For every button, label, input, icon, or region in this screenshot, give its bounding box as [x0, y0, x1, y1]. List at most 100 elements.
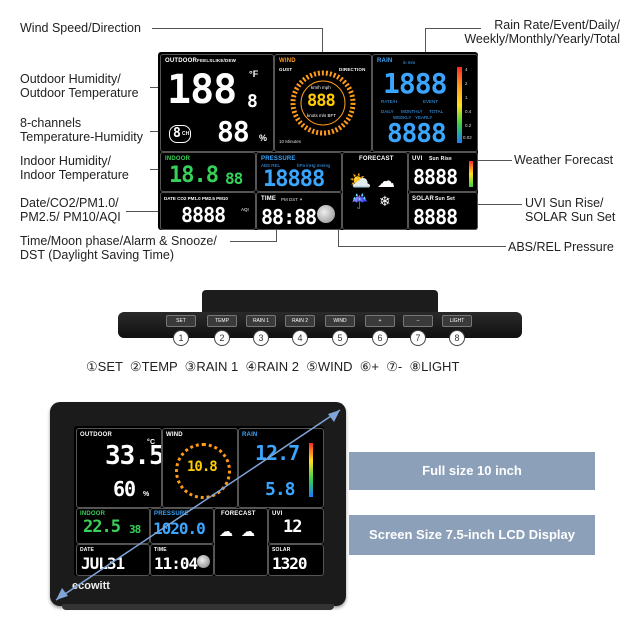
device-rain-value-2: 5.8	[265, 479, 295, 500]
leader-line	[476, 204, 522, 205]
callout-wind-speed-direction: Wind Speed/Direction	[20, 21, 141, 35]
button-number-2: 2	[214, 330, 230, 346]
gust-label: GUST	[279, 67, 293, 72]
device-solar-value: 1320	[272, 554, 308, 573]
channel-digit: 8	[173, 126, 181, 141]
pressure-label: PRESSURE	[261, 156, 296, 162]
callout-date: Date/CO2/PM1.0/ PM2.5/ PM10/AQI	[20, 196, 121, 224]
forecast-panel: FORECAST ⛅ ☁ ☔ ❄	[342, 152, 408, 230]
leader-line	[478, 160, 512, 161]
button-number-7: 7	[410, 330, 426, 346]
wind-panel: WIND GUST DIRECTION km/h mph 888 knots m…	[274, 54, 372, 152]
minus-button[interactable]: –	[403, 315, 433, 327]
device-outdoor-panel: OUTDOOR 33.5 °C 60 %	[76, 428, 162, 508]
device-pressure-label: PRESSURE	[154, 511, 189, 517]
rain-scale-1: 4	[465, 67, 468, 72]
device-time-panel: TIME 11:04	[150, 544, 214, 576]
temp-button[interactable]: TEMP	[207, 315, 237, 327]
callout-time-line1: Time/Moon phase/Alarm & Snooze/	[20, 234, 217, 248]
callout-time-line2: DST (Daylight Saving Time)	[20, 248, 174, 262]
wind-units-bottom: knots m/s BFT	[307, 113, 337, 118]
callout-indoor-line2: Indoor Temperature	[20, 168, 129, 182]
rain-daily-label: DAILY	[381, 109, 394, 114]
rain1-button[interactable]: RAIN 1	[246, 315, 276, 327]
channel-ch: CH	[182, 131, 190, 137]
callout-time: Time/Moon phase/Alarm & Snooze/ DST (Day…	[20, 234, 217, 262]
leader-line	[338, 246, 506, 247]
outdoor-temp-decimal: 8	[247, 91, 258, 112]
indoor-hum-value: 88	[225, 169, 243, 188]
device-indoor-hum: 38	[129, 523, 141, 536]
device-solar-label: SOLAR	[272, 547, 291, 553]
forecast-label: FORECAST	[359, 156, 394, 162]
indoor-label: INDOOR	[165, 156, 191, 162]
button-number-8: 8	[449, 330, 465, 346]
callout-outdoor: Outdoor Humidity/ Outdoor Temperature	[20, 72, 139, 100]
time-value: 88:88	[261, 205, 317, 229]
callout-outdoor-line2: Outdoor Temperature	[20, 86, 139, 100]
sunrise-label: Sun Rise	[429, 156, 452, 162]
uvi-label: UVI	[412, 156, 423, 162]
rain-scale-6: 0.02	[463, 135, 472, 140]
device-outdoor-label: OUTDOOR	[80, 432, 113, 438]
rain-total-label: TOTAL	[429, 109, 444, 114]
button-number-1: 1	[173, 330, 189, 346]
callout-uvi: UVI Sun Rise/ SOLAR Sun Set	[525, 196, 615, 224]
rain-scale-2: 2	[465, 81, 468, 86]
date-panel: DATE CO2 PM1.0 PM2.5 PM10 8888 AQI	[160, 192, 256, 230]
feels-label: FEELSLIKE/DEW	[197, 58, 237, 63]
leader-line	[276, 228, 277, 242]
wind-value: 888	[307, 91, 336, 111]
light-button[interactable]: LIGHT	[442, 315, 472, 327]
direction-label: DIRECTION	[339, 67, 366, 72]
screen-size-banner: Screen Size 7.5-inch LCD Display	[349, 515, 595, 555]
callout-channels-line2: Temperature-Humidity	[20, 130, 143, 144]
leader-line	[425, 28, 481, 29]
rain-value-2: 8888	[387, 119, 447, 149]
lcd-display: OUTDOOR FEELSLIKE/DEW 188 8 °F 88 % 8 CH…	[158, 52, 478, 230]
leader-line	[152, 28, 322, 29]
rain2-button[interactable]: RAIN 2	[285, 315, 315, 327]
wind-compass-icon	[290, 70, 356, 136]
rain-value: 1888	[383, 67, 447, 100]
cloud-icon: ☁	[377, 171, 395, 191]
device-cloud-icon: ☁	[241, 523, 255, 539]
device-base	[62, 604, 334, 610]
rain-weekly-label: WEEKLY	[393, 115, 412, 120]
rain-label: RAIN	[377, 58, 393, 64]
device-forecast-label: FORECAST	[221, 511, 256, 517]
channel-badge: 8 CH	[169, 125, 191, 143]
device-forecast-panel: FORECAST ☁ ☁	[214, 508, 268, 576]
rain-scale-4: 0.4	[465, 109, 472, 114]
device-indoor-temp: 22.5	[83, 517, 121, 537]
device-pressure-panel: PRESSURE 1020.0	[150, 508, 214, 544]
device-moon-icon	[197, 555, 210, 568]
uvi-value: 8888	[413, 165, 458, 189]
device-date-value: JUL31	[81, 554, 125, 573]
plus-button[interactable]: +	[365, 315, 395, 327]
outdoor-hum-unit: %	[259, 133, 268, 143]
device-pressure-value: 1020.0	[153, 519, 206, 538]
wind-label: WIND	[279, 58, 296, 64]
date-value: 8888	[181, 203, 226, 227]
button-number-3: 3	[253, 330, 269, 346]
set-button[interactable]: SET	[166, 315, 196, 327]
sun-cloud-icon: ⛅	[349, 171, 372, 191]
indoor-temp-value: 18.8	[169, 163, 219, 188]
aqi-label: AQI	[241, 207, 249, 212]
outdoor-panel: OUTDOOR FEELSLIKE/DEW 188 8 °F 88 % 8 CH	[160, 54, 274, 152]
button-number-4: 4	[292, 330, 308, 346]
base-top-block	[202, 290, 438, 316]
device-date-panel: DATE JUL31	[76, 544, 150, 576]
device-compass-icon	[175, 443, 231, 499]
rain-rate-label: RATE/H	[381, 99, 398, 104]
device-uvi-panel: UVI 12	[268, 508, 324, 544]
rain-color-scale	[457, 67, 462, 143]
wind-button[interactable]: WIND	[325, 315, 355, 327]
callout-indoor-line1: Indoor Humidity/	[20, 154, 112, 168]
device-rain-cloud-icon: ☁	[219, 523, 233, 539]
callout-indoor: Indoor Humidity/ Indoor Temperature	[20, 154, 129, 182]
callout-outdoor-line1: Outdoor Humidity/	[20, 72, 121, 86]
button-number-5: 5	[332, 330, 348, 346]
callout-channels-line1: 8-channels	[20, 116, 82, 130]
